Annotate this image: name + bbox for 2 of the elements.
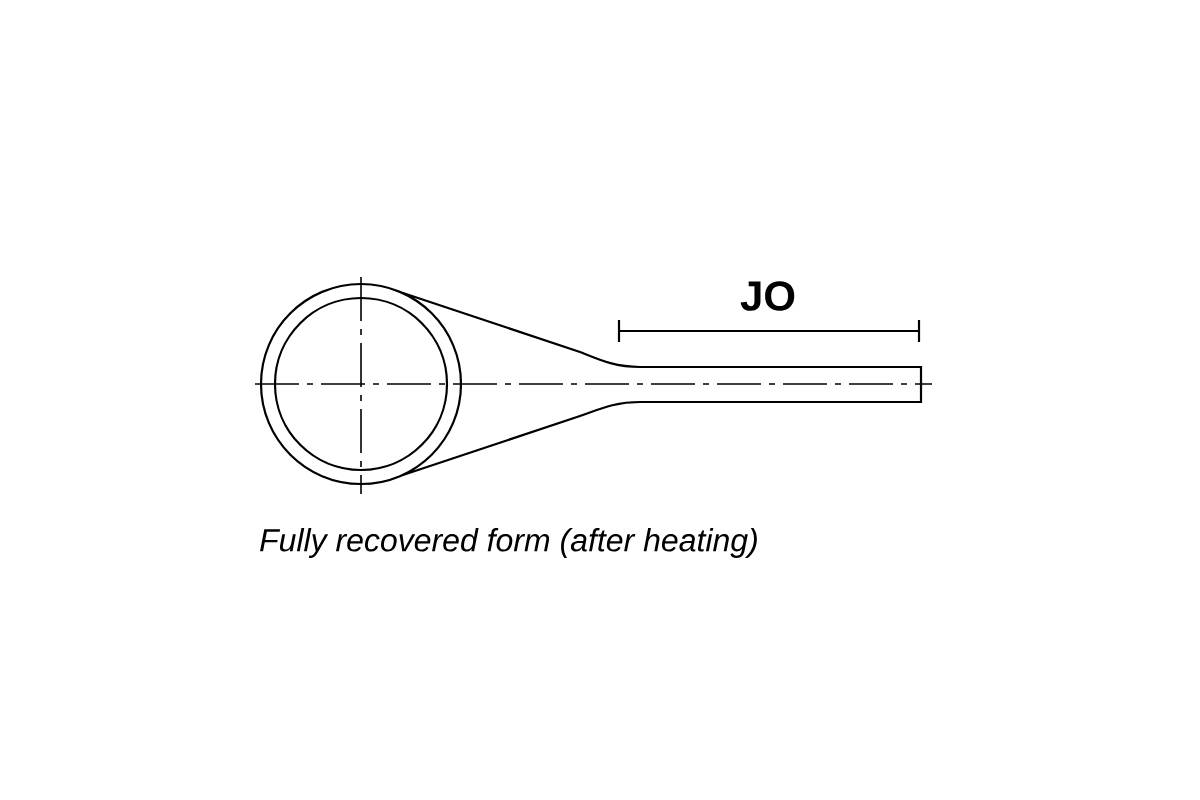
caption: Fully recovered form (after heating) bbox=[260, 528, 757, 558]
dimension-label: JO bbox=[740, 281, 795, 311]
